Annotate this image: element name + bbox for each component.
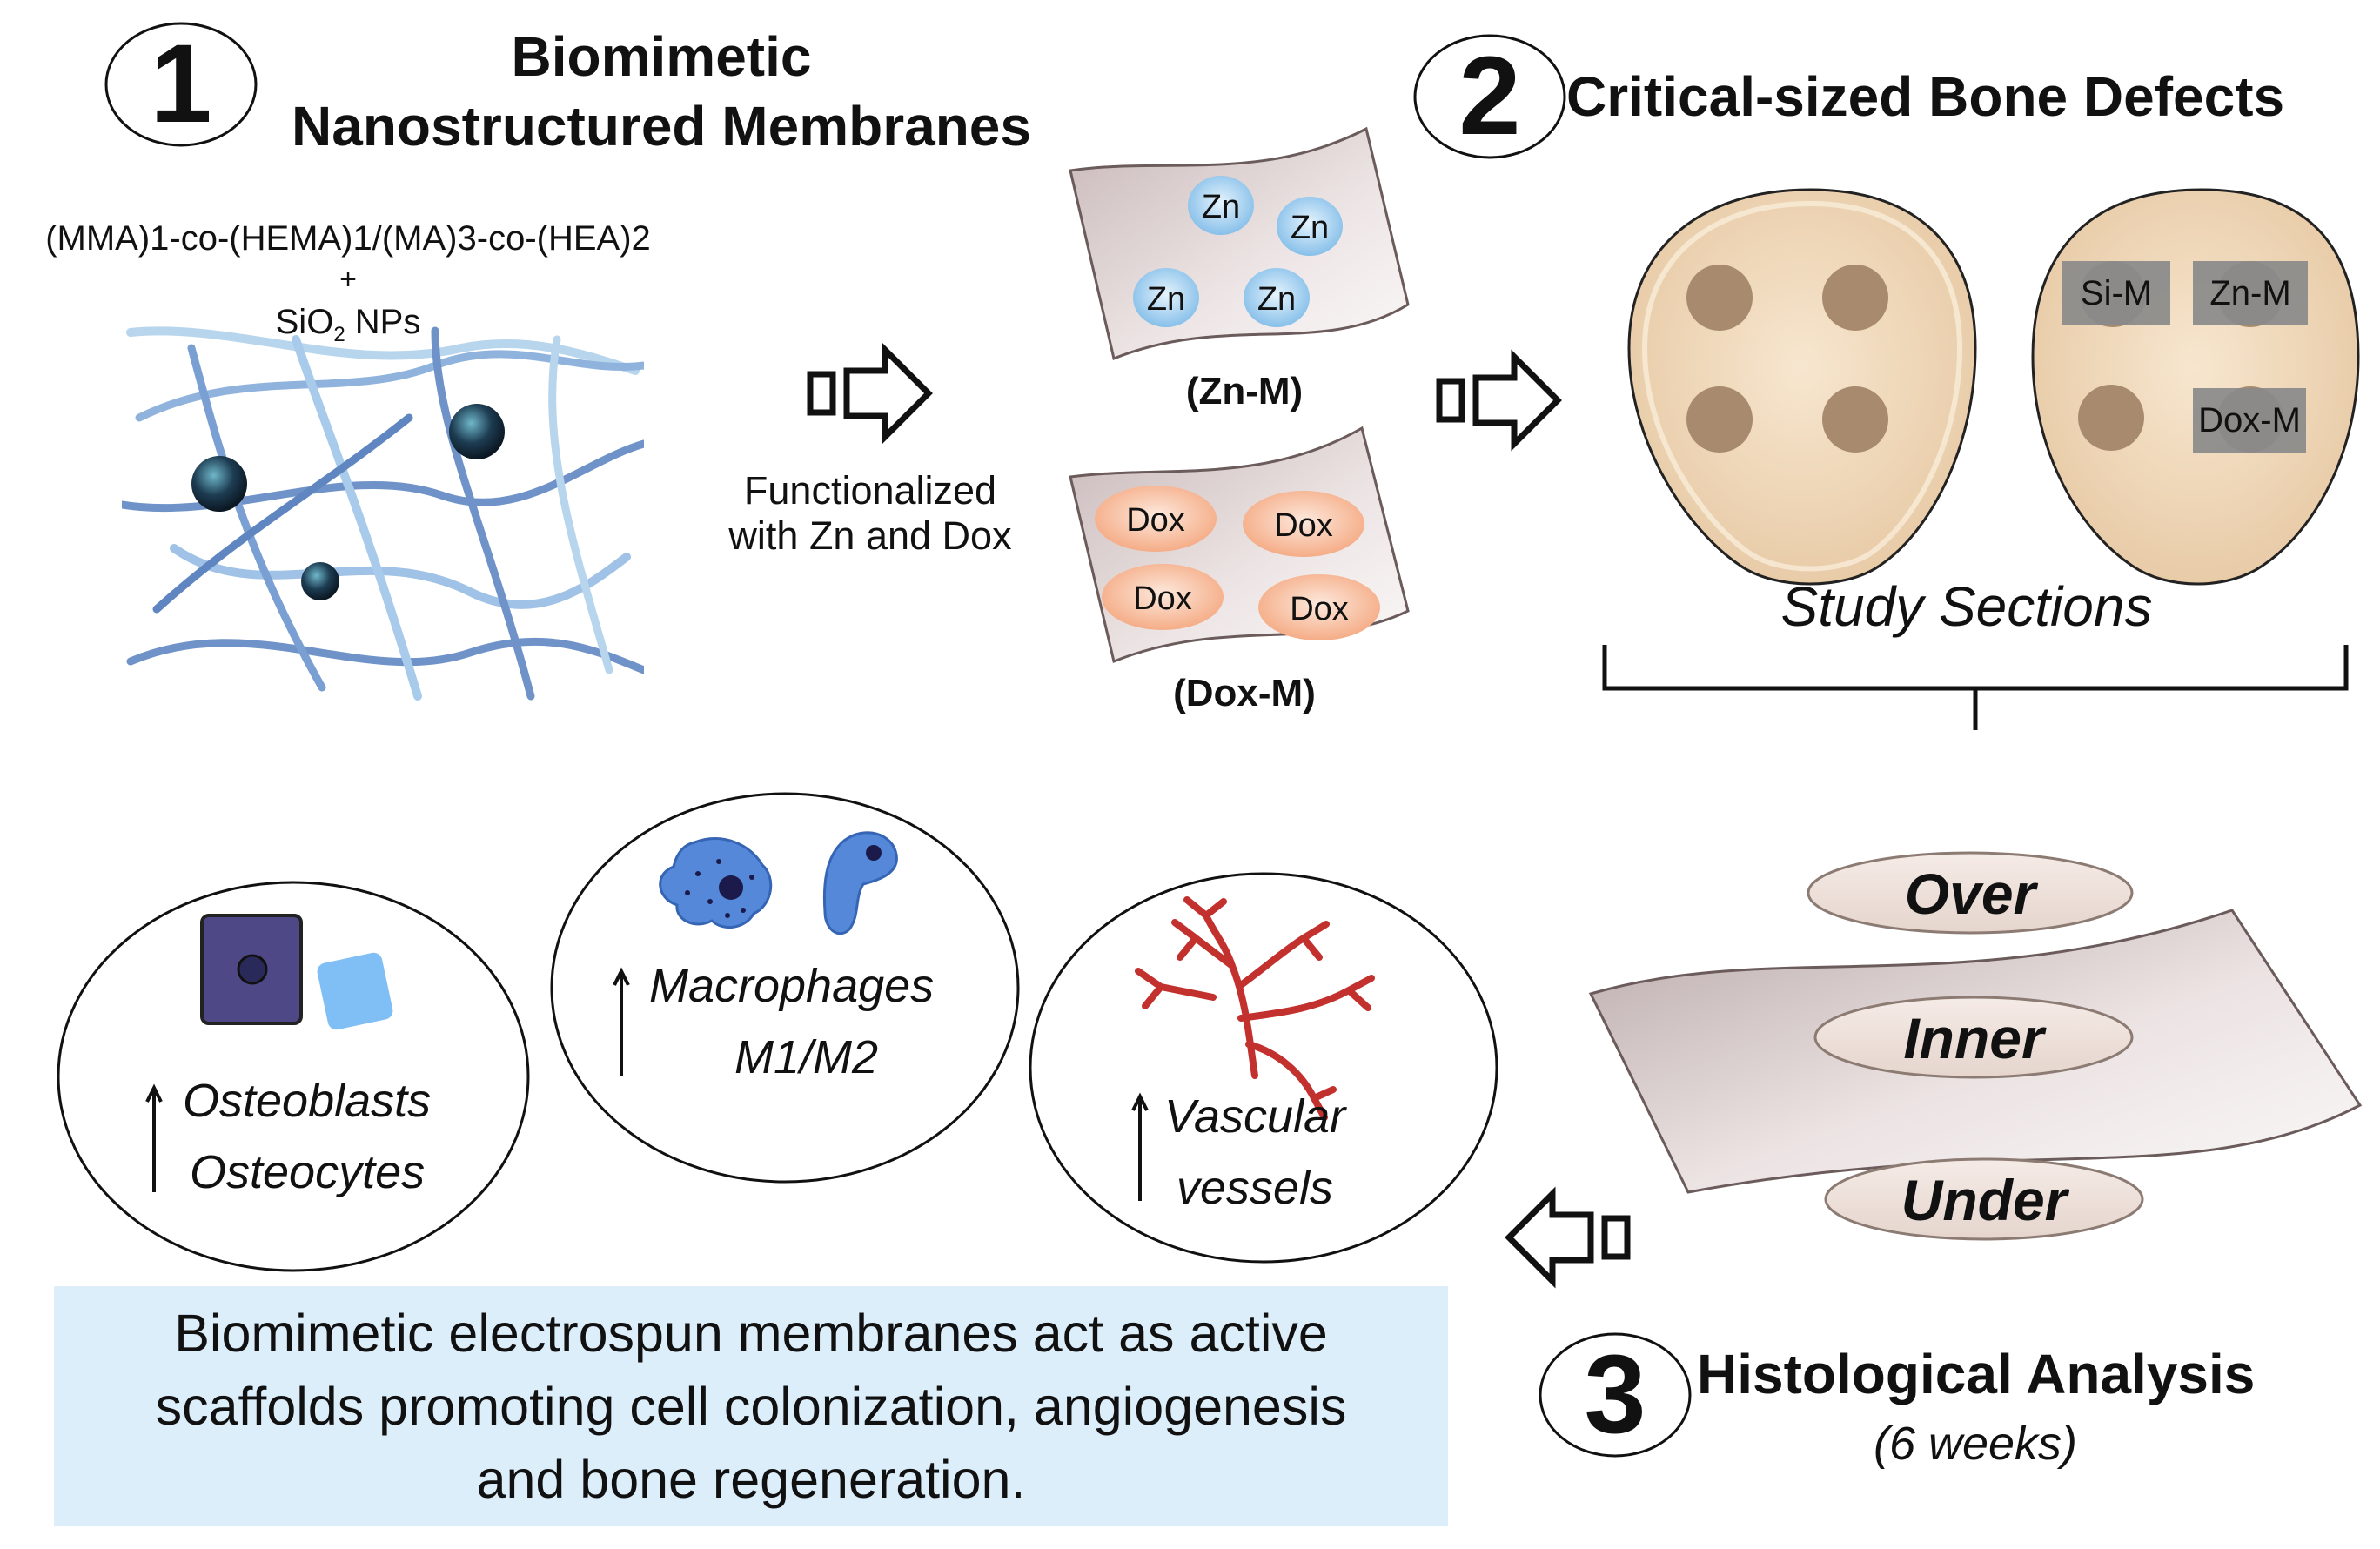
m1-m2-label: M1/M2 [734, 1031, 879, 1083]
label-box [2062, 261, 2170, 325]
nanoparticle [301, 562, 339, 600]
defect-label-dox: Dox-M [2198, 401, 2301, 439]
defect-hole [1686, 265, 1753, 331]
summary-box [54, 1286, 1448, 1526]
zn-dot-label: Zn [1257, 281, 1296, 318]
sio2-suffix: NPs [345, 303, 421, 341]
step-3-badge: 3 [1539, 1332, 1692, 1458]
bracket [1602, 645, 2349, 730]
summary-line-1: Biomimetic electrospun membranes act as … [174, 1304, 1328, 1363]
section-under-label: Under [1901, 1168, 2070, 1232]
vascular-label: Vascular [1164, 1090, 1346, 1143]
step-3-number: 3 [1584, 1332, 1646, 1457]
zn-dot-label: Zn [1202, 189, 1240, 225]
dox-dot-label: Dox [1126, 502, 1185, 539]
functionalized-line2: with Zn and Dox [728, 513, 1012, 558]
dox-dot-label: Dox [1290, 591, 1349, 627]
dox-membrane: Dox Dox Dox Dox [1069, 426, 1410, 664]
osteocyte-cell-icon [317, 952, 393, 1030]
zn-dot-label: Zn [1291, 210, 1329, 246]
step-2-badge: 2 [1413, 34, 1566, 159]
dox-membrane-label: (Dox-M) [1173, 672, 1316, 714]
sio2-subscript: 2 [333, 323, 345, 346]
summary-line-3: and bone regeneration. [476, 1450, 1026, 1509]
composition-plus: + [339, 263, 357, 296]
section-inner-label: Inner [1903, 1006, 2047, 1070]
arrow-right-icon [1436, 349, 1562, 452]
label-box [2193, 261, 2308, 325]
step-1-title-line2: Nanostructured Membranes [292, 95, 1031, 158]
sio2-prefix: SiO [275, 303, 334, 341]
zn-membrane: Zn Zn Zn Zn [1069, 126, 1410, 361]
osteocytes-label: Osteocytes [190, 1146, 426, 1198]
summary-text: Biomimetic electrospun membranes act as … [54, 1297, 1448, 1516]
skull-treated [2031, 188, 2360, 586]
defect-label-si: Si-M [2081, 274, 2152, 312]
defect-hole [1686, 386, 1753, 453]
dox-dot-label: Dox [1133, 580, 1192, 617]
defect-hole [1822, 265, 1888, 331]
arrow-right-icon [807, 342, 933, 445]
sio2-nanoparticles: SiO2 NPs [9, 303, 687, 347]
nanoparticle [449, 404, 505, 459]
step-2-number: 2 [1458, 34, 1520, 158]
step-1-title-line1: Biomimetic [511, 25, 812, 88]
macrophage-m1-icon [659, 837, 773, 929]
step-3-title: Histological Analysis [1697, 1343, 2256, 1405]
osteoblasts-label: Osteoblasts [183, 1075, 432, 1127]
summary-line-2: scaffolds promoting cell colonization, a… [155, 1377, 1347, 1436]
study-sections-caption: Study Sections [1780, 575, 2153, 638]
result-vascular-circle [1029, 872, 1498, 1264]
step-2-title: Critical-sized Bone Defects [1566, 65, 2285, 128]
section-over-label: Over [1905, 862, 2039, 926]
bone-defect-skulls: Si-M Zn-M Dox-M [1627, 188, 2360, 586]
functionalized-line1: Functionalized [743, 468, 997, 513]
defect-hole [2078, 385, 2144, 451]
step-1-number: 1 [150, 22, 211, 146]
result-osteo-circle [57, 881, 530, 1272]
step-3-subtitle: (6 weeks) [1873, 1418, 2078, 1470]
step-1-badge: 1 [104, 22, 258, 147]
blood-vessel-icon [1135, 896, 1375, 1121]
zn-dot-label: Zn [1147, 281, 1185, 318]
nanofiber-network [122, 326, 644, 701]
macrophages-label: Macrophages [649, 960, 935, 1012]
label-box [2193, 388, 2306, 453]
vessels-label: vessels [1177, 1162, 1334, 1214]
zn-membrane-label: (Zn-M) [1185, 370, 1304, 412]
nanoparticle [191, 456, 247, 512]
membrane-section-diagram: Over Inner Under [1588, 851, 2363, 1241]
dox-dot-label: Dox [1274, 507, 1333, 544]
polymer-composition: (MMA)1-co-(HEMA)1/(MA)3-co-(HEA)2 [45, 219, 651, 258]
defect-hole [1822, 386, 1888, 453]
result-macrophage-circle [550, 792, 1020, 1184]
arrow-left-icon [1505, 1186, 1631, 1289]
defect-label-zn: Zn-M [2209, 274, 2290, 312]
